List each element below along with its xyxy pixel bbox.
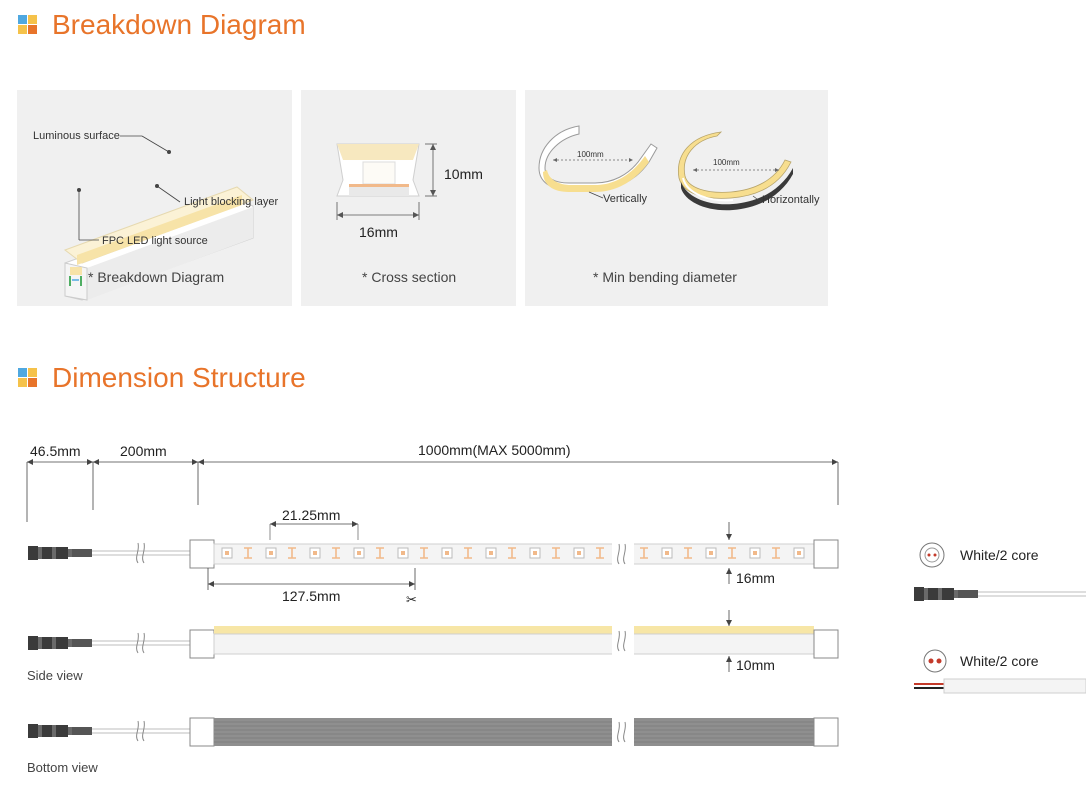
led-chip-core bbox=[797, 551, 801, 555]
led-chip-core bbox=[577, 551, 581, 555]
connector-2-label: White/2 core bbox=[960, 653, 1039, 669]
vertically-label: Vertically bbox=[603, 193, 648, 205]
resistor bbox=[684, 547, 692, 559]
section-icon bbox=[18, 368, 38, 388]
dim-46-5: 46.5mm bbox=[30, 443, 81, 459]
led-chip-core bbox=[357, 551, 361, 555]
section-icon bbox=[18, 15, 38, 35]
dimension-title: Dimension Structure bbox=[52, 362, 306, 393]
resistor bbox=[464, 547, 472, 559]
led-chip-core bbox=[665, 551, 669, 555]
led-chips bbox=[221, 547, 805, 559]
cross-section-illustration bbox=[336, 143, 437, 220]
dim-pitch: 21.25mm bbox=[282, 507, 341, 523]
resistor bbox=[772, 547, 780, 559]
connector-1-label: White/2 core bbox=[960, 547, 1039, 563]
resistor bbox=[552, 547, 560, 559]
led-chip-core bbox=[313, 551, 317, 555]
resistor bbox=[420, 547, 428, 559]
luminous-label: Luminous surface bbox=[33, 130, 120, 142]
side-view-label: Side view bbox=[27, 668, 83, 683]
dim-width: 16mm bbox=[736, 570, 775, 586]
dim-1000: 1000mm(MAX 5000mm) bbox=[418, 442, 571, 458]
cross-section-caption: * Cross section bbox=[362, 269, 457, 285]
led-chip-core bbox=[225, 551, 229, 555]
resistor bbox=[728, 547, 736, 559]
resistor bbox=[640, 547, 648, 559]
led-chip-core bbox=[489, 551, 493, 555]
led-chip-core bbox=[401, 551, 405, 555]
bend-dia-horizontal: 100mm bbox=[713, 158, 740, 167]
led-chip-core bbox=[269, 551, 273, 555]
scissors-icon: ✂ bbox=[406, 593, 417, 608]
breakdown-card: Luminous surface Light blocking layer FP… bbox=[17, 90, 292, 306]
horizontally-label: Horizontally bbox=[762, 194, 820, 206]
cross-width-label: 16mm bbox=[359, 224, 398, 240]
blocking-label: Light blocking layer bbox=[184, 196, 279, 208]
resistor bbox=[288, 547, 296, 559]
breakdown-title: Breakdown Diagram bbox=[52, 9, 306, 40]
dim-200: 200mm bbox=[120, 443, 167, 459]
resistor bbox=[508, 547, 516, 559]
dim-height: 10mm bbox=[736, 657, 775, 673]
resistor bbox=[332, 547, 340, 559]
fpc-label: FPC LED light source bbox=[102, 235, 208, 247]
resistor bbox=[596, 547, 604, 559]
breakdown-illustration bbox=[63, 135, 254, 301]
dim-cut: 127.5mm bbox=[282, 588, 341, 604]
breakdown-caption: * Breakdown Diagram bbox=[88, 269, 225, 285]
bend-dia-vertical: 100mm bbox=[577, 150, 604, 159]
led-chip-core bbox=[709, 551, 713, 555]
led-chip-core bbox=[445, 551, 449, 555]
bending-illustration bbox=[538, 125, 793, 211]
cross-height-label: 10mm bbox=[444, 166, 483, 182]
led-chip-core bbox=[753, 551, 757, 555]
led-chip-core bbox=[533, 551, 537, 555]
resistor bbox=[244, 547, 252, 559]
bending-card: 100mm 100mm Vertically Horizontally * Mi… bbox=[525, 90, 828, 306]
bottom-view-label: Bottom view bbox=[27, 760, 98, 775]
resistor bbox=[376, 547, 384, 559]
bending-caption: * Min bending diameter bbox=[593, 269, 737, 285]
cross-section-card: 10mm 16mm * Cross section bbox=[301, 90, 516, 306]
